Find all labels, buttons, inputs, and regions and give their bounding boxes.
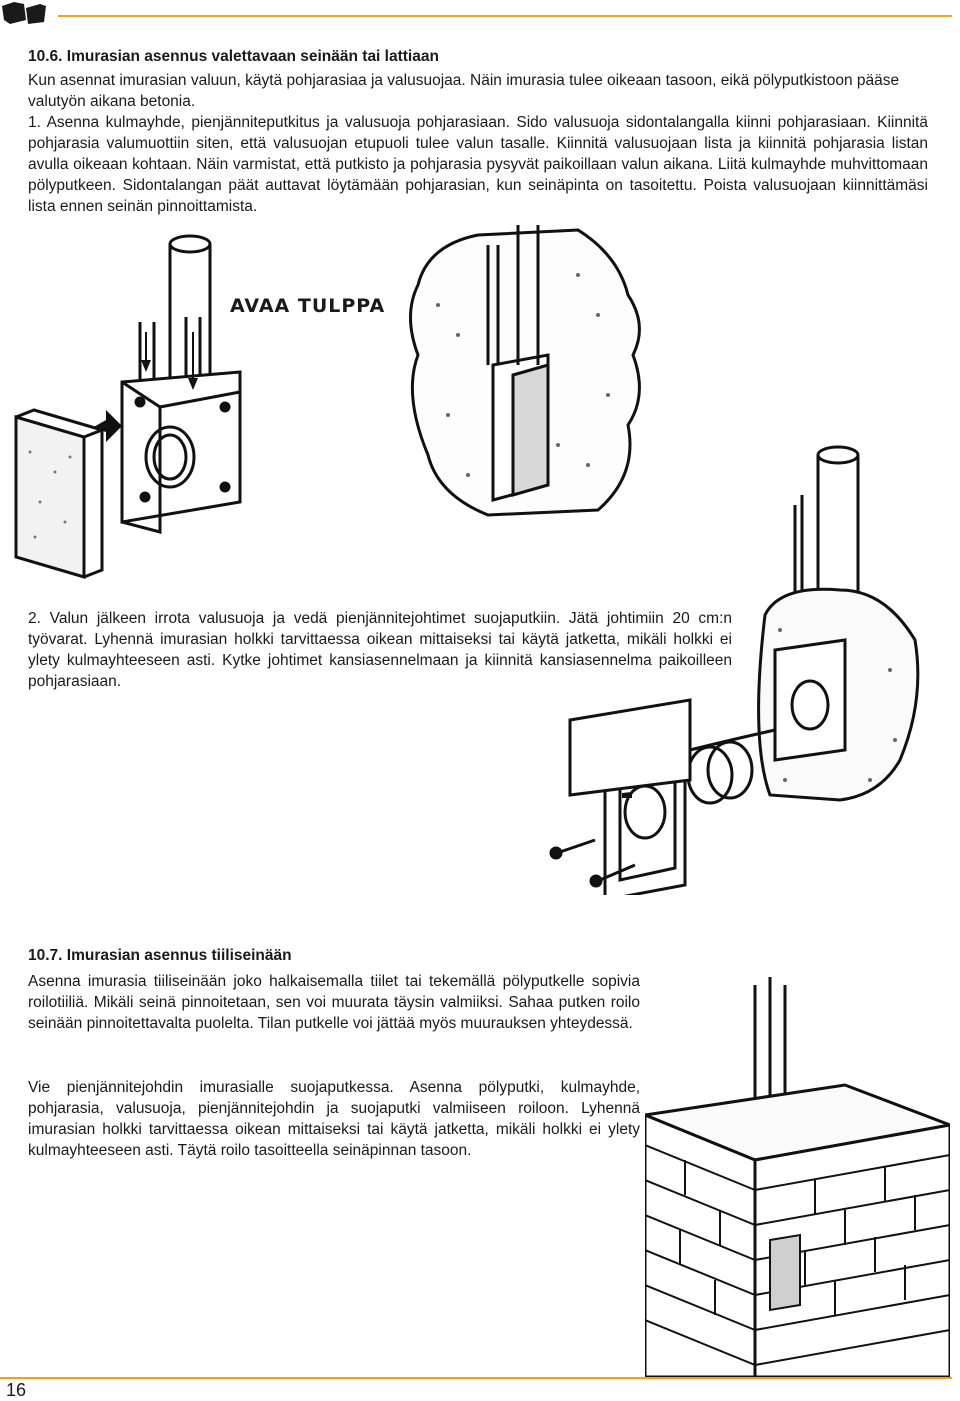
cast-in-concrete-illustration <box>409 225 641 517</box>
section-heading-10-7: 10.7. Imurasian asennus tiiliseinään <box>28 947 292 964</box>
open-plug-label: AVAA TULPPA <box>230 295 386 317</box>
brand-logo-icon <box>2 2 46 24</box>
page-number: 16 <box>6 1380 27 1400</box>
brick-wall-paragraph-2: Vie pienjännitejohdin imurasialle suojap… <box>28 1079 640 1159</box>
intro-paragraph: Kun asennat imurasian valuun, käytä pohj… <box>28 72 900 110</box>
brick-wall-paragraph-1: Asenna imurasia tiiliseinään joko halkai… <box>28 973 640 1032</box>
formwork-box-illustration <box>14 234 242 580</box>
brick-wall-illustration <box>645 977 950 1377</box>
footer-rule <box>0 1377 952 1379</box>
header-rule <box>58 15 952 17</box>
section-heading-10-6: 10.6. Imurasian asennus valettavaan sein… <box>28 48 439 65</box>
cover-assembly-illustration <box>549 445 920 895</box>
step-1-paragraph: 1. Asenna kulmayhde, pienjänniteputkitus… <box>28 114 928 215</box>
step-2-paragraph: 2. Valun jälkeen irrota valusuoja ja ved… <box>28 610 732 690</box>
